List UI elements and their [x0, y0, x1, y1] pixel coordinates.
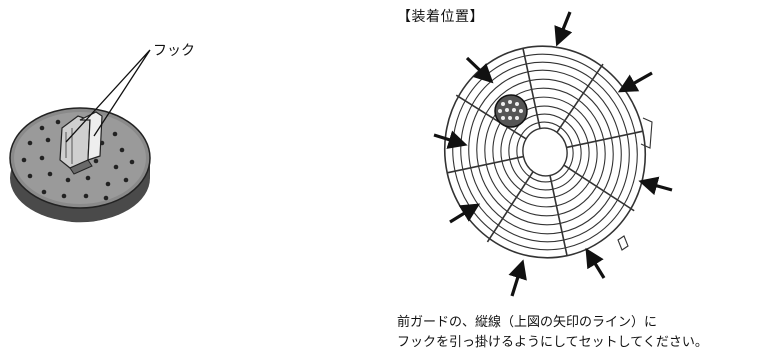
arrow-upper-left	[465, 56, 494, 84]
hook-shape	[59, 111, 103, 175]
mounting-position-title: 【装着位置】	[397, 9, 484, 25]
hook-label: フック	[153, 43, 195, 59]
arrow-left	[433, 130, 468, 149]
guard-spokes	[447, 48, 643, 256]
arrow-lower-right	[585, 247, 606, 279]
arrow-right	[638, 176, 673, 196]
caption-line-1: 前ガードの、縦線（上図の矢印のライン）に	[397, 315, 658, 330]
mounted-filter-icon	[494, 94, 528, 128]
arrow-upper-right	[617, 71, 653, 93]
position-arrows	[433, 11, 673, 297]
arrow-top	[554, 11, 573, 47]
hook-leader-lines	[65, 49, 151, 143]
arrow-lower-left	[449, 203, 481, 224]
instruction-caption: 前ガードの、縦線（上図の矢印のライン）に フックを引っ掛けるようにしてセットして…	[397, 313, 708, 353]
arrow-bottom	[508, 259, 527, 297]
caption-line-2: フックを引っ掛けるようにしてセットしてください。	[397, 335, 708, 350]
fan-guard-illustration	[443, 45, 647, 259]
filter-disc-illustration	[9, 49, 151, 223]
